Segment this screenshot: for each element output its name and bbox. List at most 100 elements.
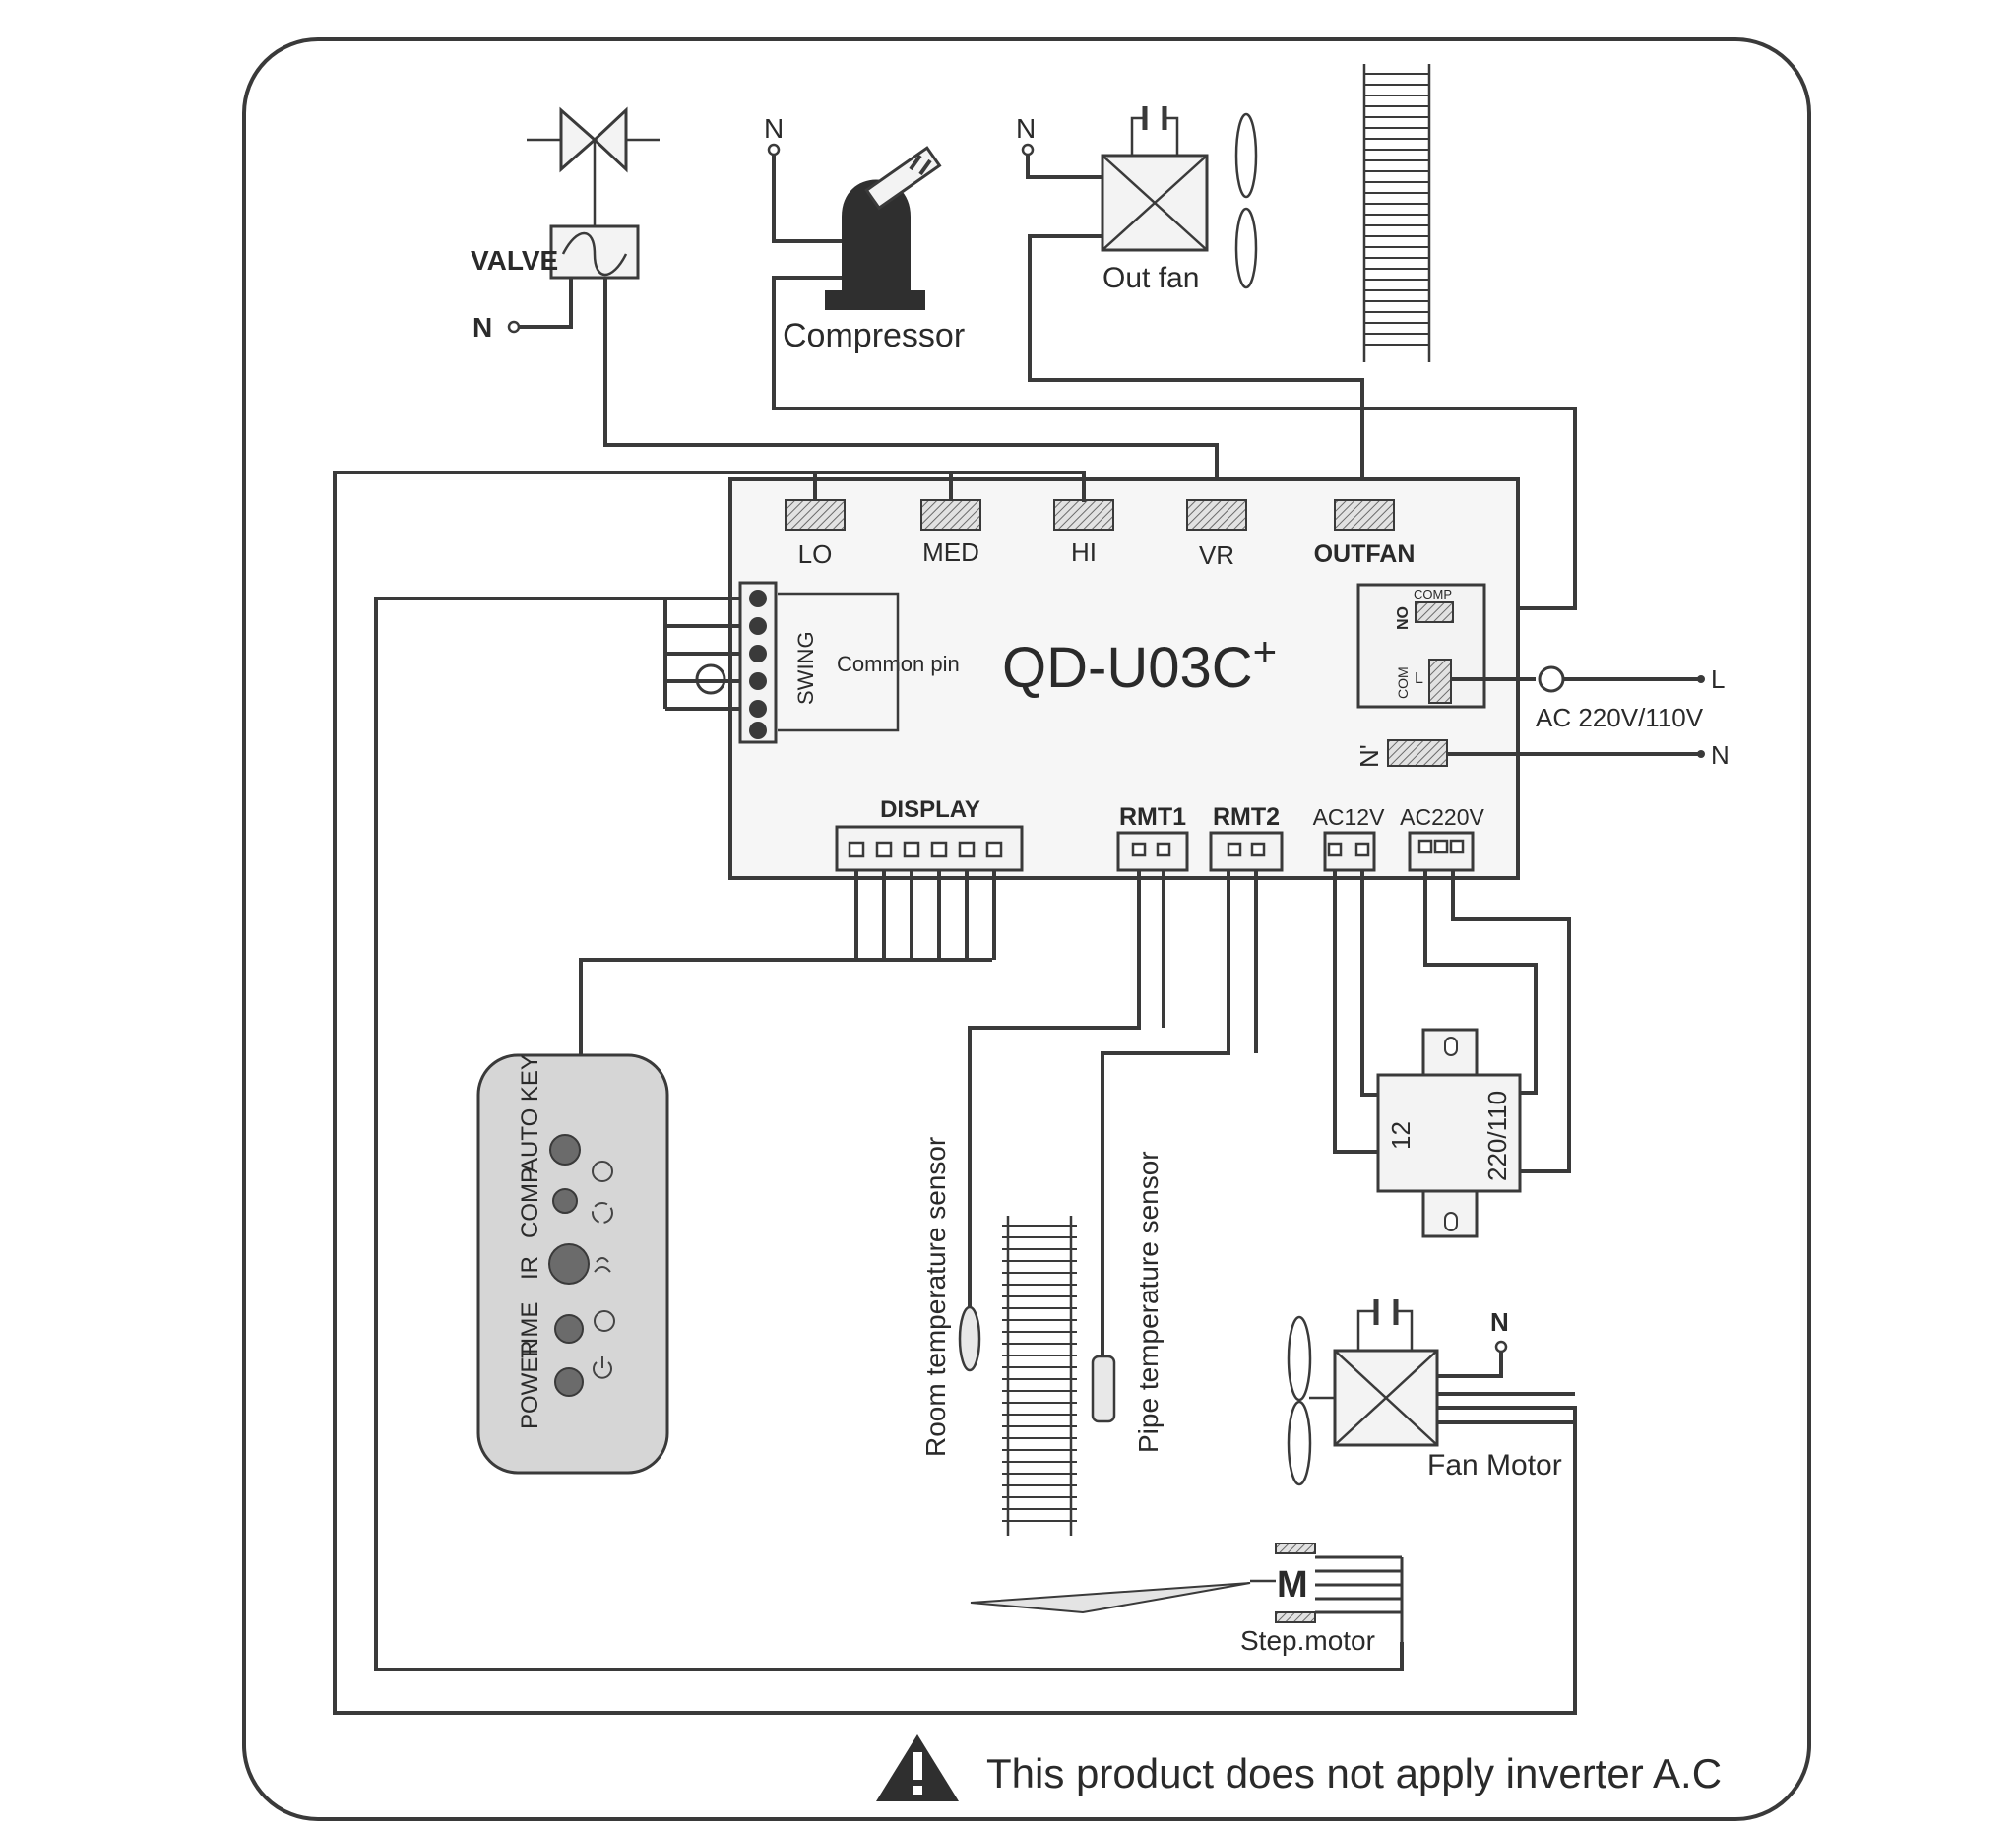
step-motor-top-bar — [1275, 1543, 1316, 1554]
outfan-neutral-label: N — [1016, 113, 1036, 144]
connector-pin — [1433, 839, 1449, 854]
output-terminal — [1334, 499, 1395, 531]
rmt1-label: RMT1 — [1119, 803, 1186, 831]
connector-pin — [1156, 842, 1171, 857]
relay-comp-terminal — [1415, 601, 1454, 623]
refresh-icon — [592, 1202, 613, 1224]
display-pin — [875, 841, 893, 858]
pipe-sensor-label: Pipe temperature sensor — [1133, 1151, 1164, 1453]
panel-power-label: POWER — [517, 1340, 543, 1429]
output-terminal — [1186, 499, 1247, 531]
swing-pin — [749, 617, 767, 635]
ir-receiver — [548, 1243, 590, 1285]
connector-pin — [1449, 839, 1465, 854]
fan-motor-label: Fan Motor — [1427, 1449, 1562, 1481]
swing-pin — [749, 590, 767, 607]
power-led — [554, 1367, 584, 1397]
connector-pin — [1354, 842, 1370, 857]
condenser-coil-icon — [1362, 64, 1431, 362]
step-motor-symbol: M — [1277, 1564, 1308, 1606]
n-prime-label: N' — [1354, 744, 1384, 768]
valve-label: VALVE — [471, 245, 558, 276]
output-vr-label: VR — [1199, 540, 1234, 570]
swing-connector — [738, 581, 778, 744]
rmt2-connector — [1209, 831, 1284, 872]
relay-comp-label: COMP — [1414, 587, 1452, 601]
compressor-symbol — [825, 146, 942, 310]
output-terminal — [920, 499, 981, 531]
display-connector-label: DISPLAY — [880, 796, 980, 823]
timer-icon — [594, 1310, 615, 1332]
output-terminals — [785, 499, 1395, 531]
rmt1-connector — [1116, 831, 1189, 872]
fan-blade-icon — [1287, 1315, 1312, 1486]
display-pin — [930, 841, 948, 858]
panel-time-label: TIME — [517, 1302, 543, 1358]
relay-l-terminal — [1428, 659, 1452, 704]
fan-motor-symbol — [1309, 1299, 1439, 1447]
connector-pin — [1227, 842, 1242, 857]
n-prime-terminal — [1387, 739, 1448, 767]
output-med-label: MED — [922, 537, 979, 567]
panel-autokey-label: AUTO KEY — [517, 1054, 543, 1173]
evaporator-coil-icon — [1002, 1216, 1077, 1536]
out-fan-label: Out fan — [1102, 262, 1199, 294]
signal-icon — [594, 1257, 611, 1273]
room-sensor-probe — [958, 1305, 981, 1372]
supply-neutral-label: N — [1711, 740, 1730, 770]
supply-line-label: L — [1711, 664, 1725, 694]
valve-symbol — [527, 106, 660, 280]
transformer-high-label: 220/110 — [1482, 1091, 1512, 1181]
outer-frame — [242, 37, 1811, 1821]
output-hi-label: HI — [1071, 537, 1097, 567]
display-pin — [848, 841, 865, 858]
step-motor-label: Step.motor — [1240, 1625, 1375, 1656]
compressor-neutral-label: N — [764, 113, 784, 144]
step-motor-bottom-bar — [1275, 1611, 1316, 1623]
output-terminal — [1053, 499, 1114, 531]
transformer-low-label: 12 — [1386, 1121, 1416, 1150]
auto-icon — [592, 1161, 613, 1182]
fanmotor-neutral-label: N — [1490, 1307, 1509, 1337]
display-pin — [958, 841, 976, 858]
swing-pin — [749, 645, 767, 662]
room-sensor-label: Room temperature sensor — [920, 1137, 951, 1457]
relay-l-label: L — [1415, 670, 1423, 687]
panel-ir-label: IR — [517, 1256, 543, 1280]
ac12v-label: AC12V — [1313, 804, 1386, 830]
output-outfan-label: OUTFAN — [1314, 540, 1416, 568]
board-model-label: QD-U03C+ — [1002, 628, 1277, 700]
display-pin — [985, 841, 1003, 858]
time-led — [554, 1314, 584, 1344]
output-lo-label: LO — [798, 539, 833, 569]
valve-neutral-label: N — [472, 312, 492, 343]
power-icon — [593, 1356, 612, 1379]
connector-pin — [1131, 842, 1147, 857]
connector-pin — [1418, 839, 1433, 854]
relay-com-label: COM — [1395, 666, 1411, 699]
auto-key-button[interactable] — [549, 1134, 581, 1166]
relay-no-label: NO — [1395, 606, 1412, 630]
display-pin — [903, 841, 920, 858]
rmt2-label: RMT2 — [1213, 803, 1280, 831]
compressor-label: Compressor — [783, 317, 965, 354]
transformer — [1376, 1028, 1522, 1238]
connector-pin — [1327, 842, 1343, 857]
swing-pin — [749, 700, 767, 718]
output-terminal — [785, 499, 846, 531]
connector-pin — [1250, 842, 1266, 857]
swing-pin — [749, 722, 767, 739]
swing-pin — [749, 672, 767, 690]
comp-led — [552, 1188, 578, 1214]
out-fan-motor-symbol — [1101, 106, 1209, 252]
supply-voltage-label: AC 220V/110V — [1536, 703, 1704, 732]
warning-text: This product does not apply inverter A.C — [986, 1750, 1722, 1796]
louver-icon — [970, 1579, 1276, 1614]
panel-comp-label: COMP — [517, 1167, 543, 1238]
out-fan-blade-icon — [1234, 112, 1258, 289]
warning-icon — [876, 1734, 959, 1801]
swing-label: SWING — [793, 631, 818, 705]
ac220v-label: AC220V — [1400, 804, 1484, 830]
pipe-sensor-probe — [1091, 1354, 1116, 1423]
